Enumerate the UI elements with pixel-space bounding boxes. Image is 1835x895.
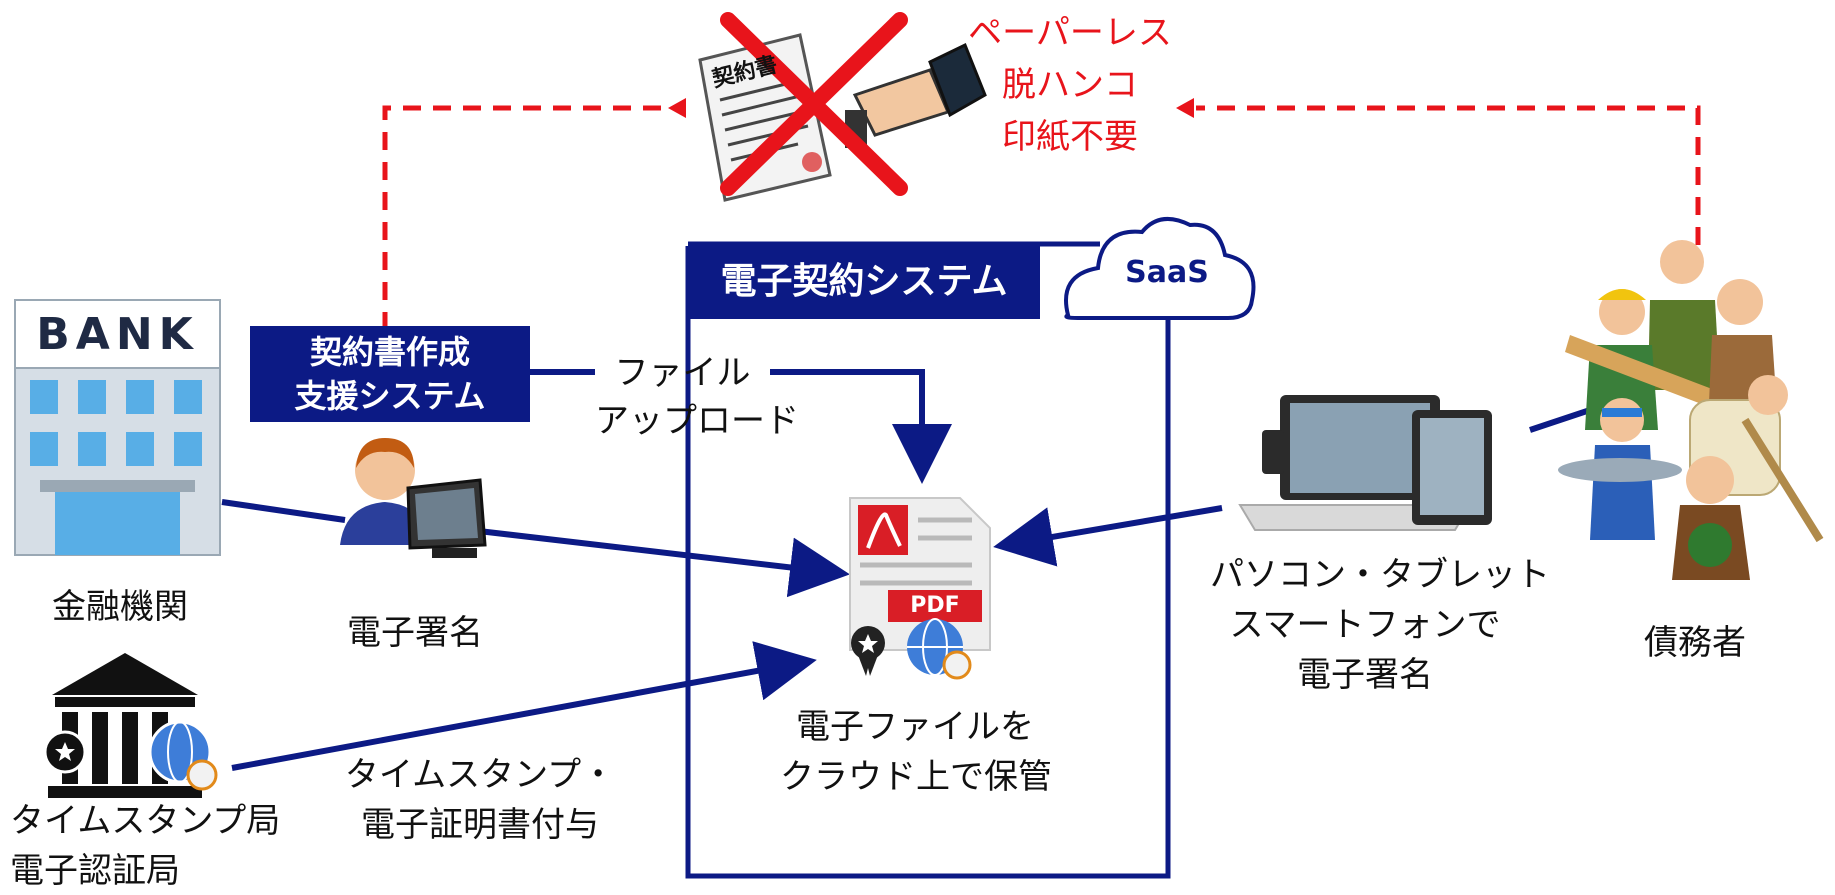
paperless-text: ペーパーレス [968,13,1172,53]
bank-sign: BANK [36,309,199,360]
support-system-line2: 支援システム [294,377,486,415]
upload-text-line1: ファイル [614,353,751,393]
devices-to-pdf-arrow [993,505,1223,567]
red-cross-icon [720,12,908,196]
timestamp-action-line2: 電子証明書付与 [361,805,599,845]
support-system-box: 契約書作成 支援システム [250,326,530,422]
hand-stamp-icon [845,42,987,148]
devices-text-line1: パソコン・タブレット [1210,555,1550,595]
system-title: 電子契約システム [688,244,1040,319]
timestamp-to-pdf-arrow [231,641,817,771]
timestamp-action-line1: タイムスタンプ・ [344,755,616,795]
cloud-icon [1064,216,1256,320]
system-frame [685,246,1171,879]
timestamp-authority-line2: 電子認証局 [10,851,180,891]
debtors-label: 債務者 [1644,623,1746,663]
devices-text-line2: スマートフォンで [1229,605,1501,645]
bank-building-icon [14,299,221,556]
red-dashed-left-path [382,98,686,330]
signer-label: 電子署名 [347,613,483,653]
pdf-document-icon [849,497,991,680]
no-hanko-text: 脱ハンコ [1002,65,1138,105]
no-stamp-tax-text: 印紙不要 [1002,117,1138,157]
debtors-group-icon [1558,240,1824,580]
storage-text-line1: 電子ファイルを [796,707,1034,747]
timestamp-authority-icon [43,653,218,798]
upload-text-line2: アップロード [595,401,799,441]
devices-text-line3: 電子署名 [1297,655,1433,695]
red-arrowhead-left [668,98,686,118]
bank-label: 金融機関 [52,587,188,627]
support-system-line1: 契約書作成 [309,333,470,371]
bank-to-signer-line [221,499,346,523]
upload-arrow-2 [770,369,952,484]
devices-icon [1238,395,1492,531]
saas-label: SaaS [1125,255,1209,290]
storage-text-line2: クラウド上で保管 [780,757,1052,797]
pdf-badge: PDF [910,593,960,618]
red-dashed-right-path [1176,98,1701,245]
signer-to-pdf-arrow [469,527,850,598]
red-arrowhead-right [1176,98,1194,118]
signer-at-computer-icon [340,438,487,558]
timestamp-authority-line1: タイムスタンプ局 [10,801,281,841]
